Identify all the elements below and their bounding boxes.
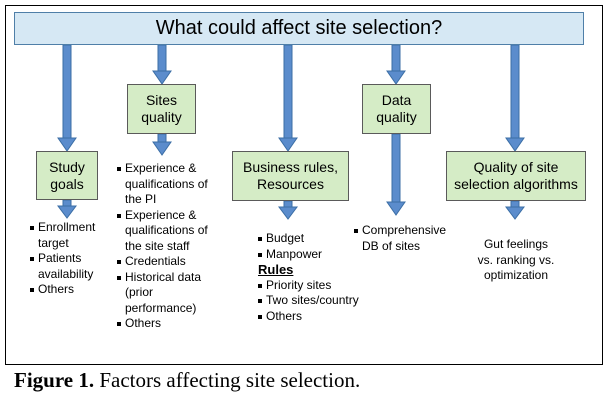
list-item: Others — [258, 309, 388, 325]
list-item: Experience & — [117, 161, 227, 177]
data-quality-line-1: Data — [381, 92, 412, 108]
sites-quality-box: Sites quality — [127, 84, 196, 134]
list-item: Others — [30, 282, 110, 298]
figure-caption: Figure 1. Factors affecting site selecti… — [14, 368, 360, 393]
arrow-to-data-quality — [386, 44, 406, 85]
list-item: DB of sites — [362, 238, 421, 253]
list-item: availability — [38, 266, 94, 281]
arrow-algorithms-down — [505, 200, 525, 220]
algorithms-line-1: Quality of site — [473, 159, 559, 175]
study-goals-line-2: goals — [50, 175, 84, 192]
list-item: Comprehensive — [354, 223, 464, 239]
sites-quality-line-1: Sites — [145, 92, 178, 108]
algorithms-text-line-2: vs. ranking vs. — [477, 252, 555, 267]
list-item: the site staff — [125, 238, 190, 253]
data-quality-list: Comprehensive DB of sites — [354, 223, 464, 254]
list-item: Historical data — [117, 270, 227, 286]
algorithms-text-line-3: optimization — [483, 268, 549, 282]
rules-heading: Rules — [258, 262, 294, 277]
arrow-to-study-goals — [57, 44, 77, 152]
list-item: Patients — [30, 251, 110, 267]
list-item: Experience & — [117, 208, 227, 224]
algorithms-text: Gut feelings vs. ranking vs. optimizatio… — [460, 237, 572, 284]
arrow-to-sites-quality — [152, 44, 172, 85]
list-item: (prior — [125, 285, 154, 299]
list-item: qualifications of — [125, 223, 208, 237]
study-goals-box: Study goals — [36, 151, 98, 200]
caption-label: Figure 1. — [14, 368, 95, 392]
arrow-to-algorithms — [505, 44, 525, 152]
arrow-sites-quality-down — [152, 133, 172, 156]
data-quality-box: Data quality — [362, 84, 431, 134]
algorithms-line-2: selection algorithms — [454, 176, 578, 192]
arrow-study-goals-down — [57, 199, 77, 219]
algorithms-box: Quality of site selection algorithms — [446, 151, 586, 201]
sites-quality-list: Experience & qualifications of the PI Ex… — [117, 161, 227, 332]
diagram-title-text: What could affect site selection? — [155, 17, 443, 39]
arrow-data-quality-down — [386, 133, 406, 216]
list-item: the PI — [125, 192, 157, 206]
sites-quality-line-2: quality — [141, 109, 182, 125]
arrow-to-business-rules — [278, 44, 298, 152]
algorithms-text-line-1: Gut feelings — [483, 237, 549, 251]
data-quality-line-2: quality — [376, 109, 417, 125]
caption-text: Factors affecting site selection. — [94, 368, 361, 392]
diagram-title: What could affect site selection? — [14, 12, 584, 45]
business-rules-list: Budget Manpower Rules Priority sites Two… — [258, 231, 388, 324]
list-item: qualifications of — [125, 176, 208, 191]
list-item: Credentials — [117, 254, 227, 270]
business-rules-line-2: Resources — [257, 176, 324, 192]
list-item: Two sites/country — [258, 293, 388, 309]
list-item: Enrollment — [30, 220, 110, 236]
list-item: Manpower — [258, 247, 388, 263]
business-rules-box: Business rules, Resources — [232, 151, 349, 201]
arrow-business-rules-down — [278, 200, 298, 220]
business-rules-line-1: Business rules, — [243, 159, 338, 175]
list-item: performance) — [125, 300, 197, 315]
study-goals-line-1: Study — [49, 158, 85, 175]
list-item: target — [38, 235, 69, 250]
list-item: Others — [117, 316, 227, 332]
list-item: Priority sites — [258, 278, 388, 294]
study-goals-list: Enrollment target Patients availability … — [30, 220, 110, 298]
list-item: Budget — [258, 231, 388, 247]
